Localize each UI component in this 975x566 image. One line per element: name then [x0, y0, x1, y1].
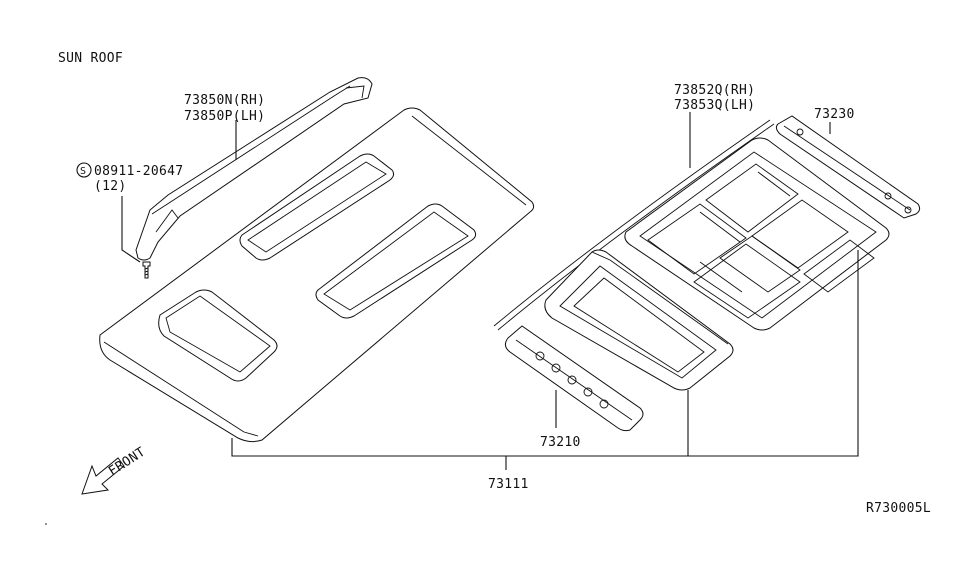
front-arrow-icon: [81, 457, 125, 495]
rear-bow: [775, 115, 921, 219]
label-screw-part: 08911-20647: [94, 164, 183, 179]
label-front-bow: 73210: [540, 435, 581, 450]
diagram-code: R730005L: [866, 501, 931, 516]
roof-channel-front: [239, 153, 395, 261]
label-rail-rh: 73850N(RH): [184, 93, 265, 108]
label-front: FRONT: [106, 445, 148, 480]
label-rear-bow: 73230: [814, 107, 855, 122]
sunroof-opening: [158, 289, 278, 382]
screw-symbol-circle: [76, 162, 92, 178]
roof-panel: [99, 107, 535, 443]
label-frame-rh: 73852Q(RH): [674, 83, 755, 98]
label-screw-qty: (12): [94, 179, 127, 194]
diagram-title: SUN ROOF: [58, 51, 123, 66]
label-frame-lh: 73853Q(LH): [674, 98, 755, 113]
sunroof-opening-frame: [544, 249, 734, 391]
front-bow: [504, 325, 644, 432]
label-roof-panel: 73111: [488, 477, 529, 492]
screw-symbol-letter: S: [80, 166, 86, 177]
leader-screw: [121, 196, 141, 263]
screw: [142, 261, 151, 279]
stray-dot: [45, 523, 47, 525]
label-rail-lh: 73850P(LH): [184, 109, 265, 124]
roof-channel-rear: [315, 203, 477, 319]
sunroof-frame-assembly: [493, 119, 890, 331]
roof-rail: [135, 77, 373, 261]
leader-roof-panel-bracket: [231, 250, 859, 457]
